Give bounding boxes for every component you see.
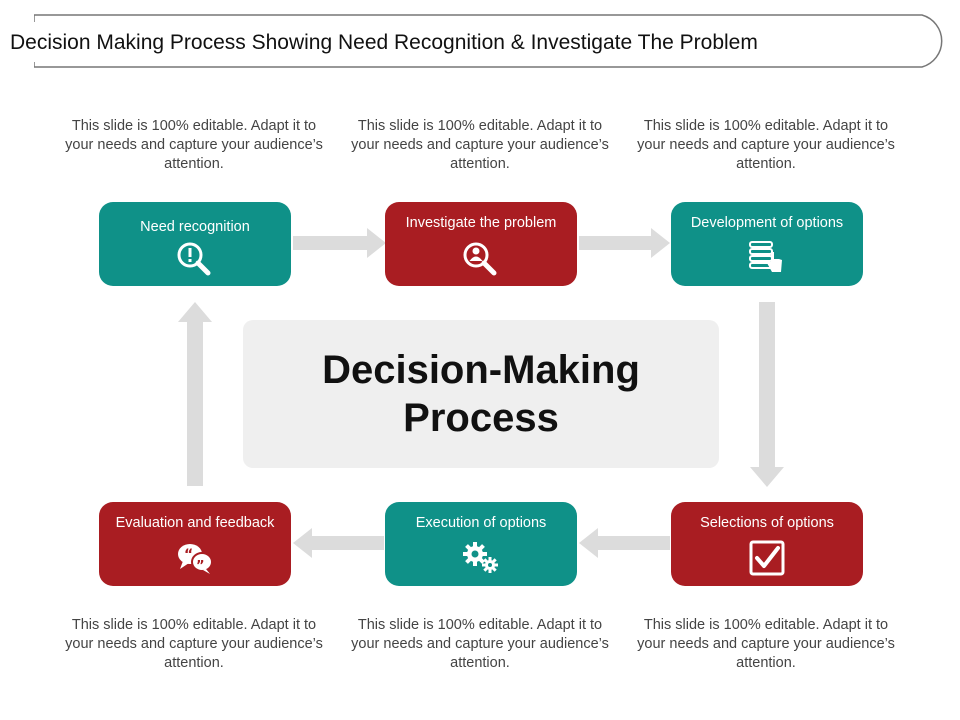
center-title: Decision-Making Process [322,348,640,440]
step-label: Investigate the problem [405,215,557,231]
arrow-selection-to-execution [579,528,670,558]
arrow-evaluation-to-need [178,302,212,486]
svg-text:“: “ [184,547,193,563]
title-frame-outline [34,14,943,68]
hand-list-icon [749,241,782,272]
arrow-development-to-selection [750,302,784,487]
description-bottom-right: This slide is 100% editable. Adapt it to… [637,617,895,671]
step-selections-options: Selections of options [671,502,863,586]
arrow-need-to-investigate [293,228,386,258]
arrow-investigate-to-development [579,228,670,258]
arrow-execution-to-evaluation [293,528,384,558]
description-bottom-center: This slide is 100% editable. Adapt it to… [351,617,609,671]
svg-text:”: ” [196,559,205,574]
step-label: Selections of options [700,515,834,531]
checkbox-icon [749,540,785,576]
magnifier-exclamation-icon [177,242,211,276]
description-top-right: This slide is 100% editable. Adapt it to… [637,118,895,172]
description-bottom-left: This slide is 100% editable. Adapt it to… [65,617,323,671]
step-label: Evaluation and feedback [115,515,275,531]
center-panel: Decision-Making Process [243,320,719,468]
step-label: Development of options [690,215,844,231]
magnifier-person-icon [463,242,497,276]
quote-bubbles-icon: “ ” [178,544,213,574]
title-frame [34,14,950,68]
step-label: Need recognition [140,219,250,235]
gears-icon [463,542,498,573]
description-top-center: This slide is 100% editable. Adapt it to… [351,118,609,172]
step-label: Execution of options [415,515,547,531]
description-top-left: This slide is 100% editable. Adapt it to… [65,118,323,172]
slide-title: Decision Making Process Showing Need Rec… [10,31,758,54]
step-need-recognition: Need recognition [99,202,291,286]
step-development-options: Development of options [671,202,863,286]
step-investigate-problem: Investigate the problem [385,202,577,286]
step-evaluation-feedback: Evaluation and feedback “ ” [99,502,291,586]
step-execution-options: Execution of options [385,502,577,586]
